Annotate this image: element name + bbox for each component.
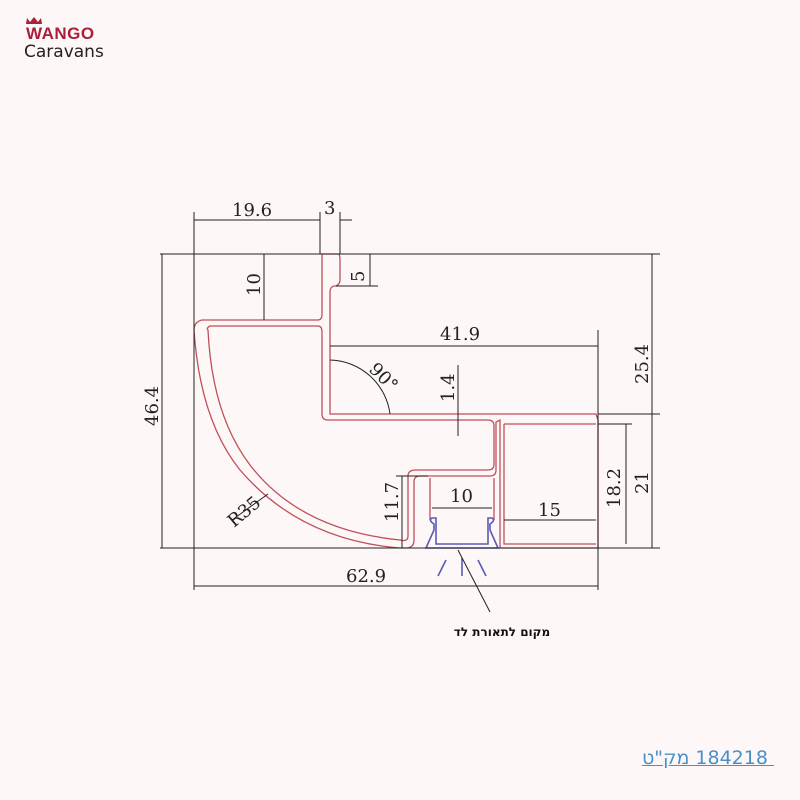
dimension-lines xyxy=(160,212,660,613)
brand-logo: WANGO Caravans xyxy=(22,17,132,66)
dim-left-tab: 10 xyxy=(244,273,265,296)
dim-inner-channel-height: 18.2 xyxy=(604,468,625,508)
sku-link[interactable]: 184218 מק"ט xyxy=(641,747,774,769)
led-housing xyxy=(424,517,500,577)
dim-total-width: 62.9 xyxy=(346,566,386,587)
dim-total-height: 46.4 xyxy=(142,386,163,426)
brand-name: WANGO xyxy=(26,24,95,43)
brand-subtitle: Caravans xyxy=(24,42,104,62)
dim-led-slot-width: 10 xyxy=(450,486,473,507)
dim-right-height: 25.4 xyxy=(632,344,653,384)
dim-radius: R35 xyxy=(224,492,265,532)
dim-top-width: 19.6 xyxy=(232,200,272,221)
dim-channel-height: 21 xyxy=(632,471,653,494)
led-callout-label: מקום לתאורת לד xyxy=(453,625,551,639)
dim-channel-depth: 15 xyxy=(538,500,561,521)
dim-wall-thickness: 1.4 xyxy=(438,373,459,402)
dim-shelf-width: 41.9 xyxy=(440,324,480,345)
dim-angle: 90° xyxy=(364,359,401,396)
dim-top-gap: 3 xyxy=(324,198,335,219)
crown-icon xyxy=(26,17,42,24)
dim-led-slot-height: 11.7 xyxy=(382,482,403,522)
dim-top-step: 5 xyxy=(348,271,369,282)
